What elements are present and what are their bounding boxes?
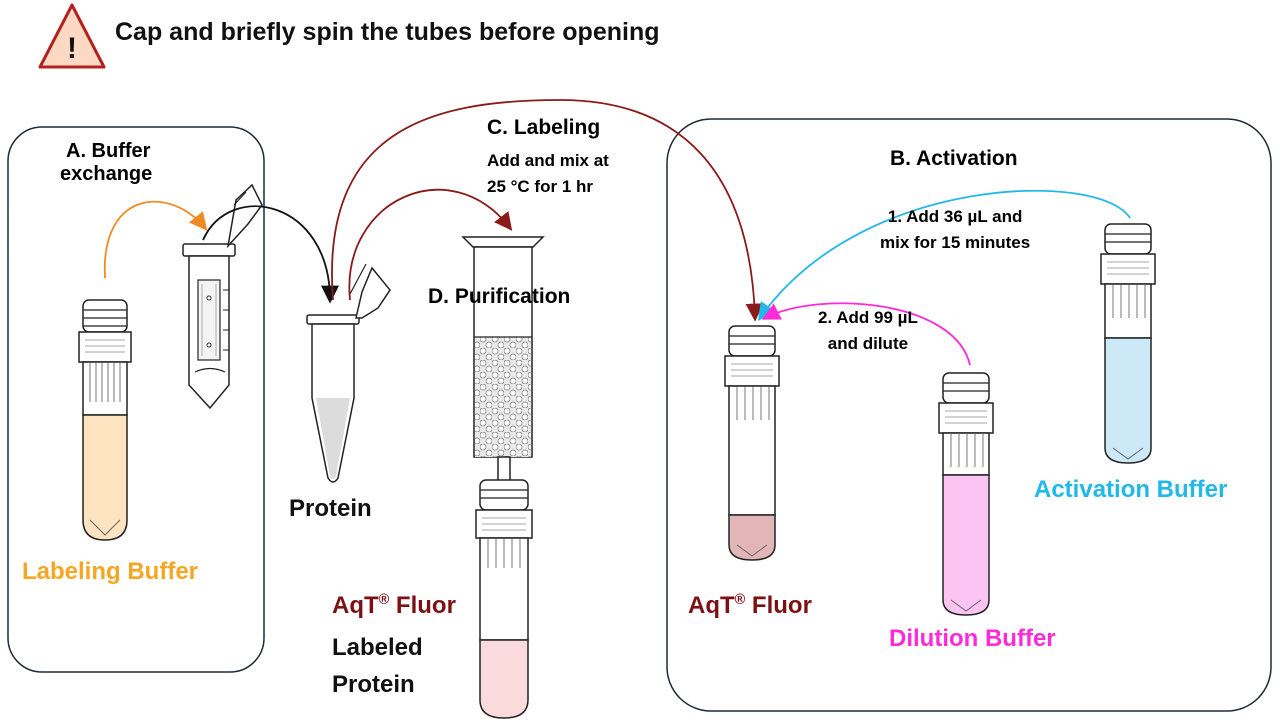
- buffer-exchange-line2: exchange: [60, 163, 153, 185]
- aqt-suffix: Fluor: [745, 592, 812, 619]
- aqt-fluor-label-labeled: AqT® Fluor: [332, 592, 456, 620]
- purification-column: [461, 236, 545, 492]
- warning-text: Cap and briefly spin the tubes before op…: [115, 18, 660, 46]
- spin-filter-tube: [182, 183, 263, 410]
- svg-text:!: !: [67, 32, 77, 65]
- labeled-protein-tube: [475, 479, 533, 719]
- purification-title: D. Purification: [428, 285, 571, 308]
- activation-panel: [666, 118, 1272, 712]
- activation-step2-line2: and dilute: [827, 333, 909, 353]
- labeling-line2: 25 °C for 1 hr: [487, 176, 593, 196]
- labeled-protein-label: Labeled Protein: [332, 629, 423, 703]
- activation-step1-line1: 1. Add 36 µL and: [887, 207, 1023, 226]
- aqt-suffix: Fluor: [389, 592, 456, 619]
- activation-step2-line1: 2. Add 99 µL: [818, 308, 918, 327]
- aqt-fluor-tube: [724, 325, 780, 561]
- labeled-line2: Protein: [332, 671, 415, 699]
- activation-step2: 2. Add 99 µL and dilute: [818, 305, 918, 356]
- protein-tube: [306, 263, 391, 483]
- arrow-dilution-to-fluor: [761, 302, 971, 366]
- aqt-brand: AqT: [688, 592, 735, 619]
- aqt-fluor-label: AqT® Fluor: [688, 592, 812, 620]
- dilution-buffer-label: Dilution Buffer: [889, 625, 1056, 652]
- labeling-title: C. Labeling: [487, 116, 601, 139]
- aqt-brand: AqT: [332, 592, 379, 619]
- labeling-buffer-label: Labeling Buffer: [22, 558, 199, 585]
- buffer-exchange-label: A. Buffer exchange: [60, 140, 152, 186]
- labeling-line1: Add and mix at: [487, 151, 609, 170]
- labeled-line1: Labeled: [332, 634, 423, 661]
- buffer-exchange-panel: [7, 126, 265, 673]
- registered-mark: ®: [734, 592, 746, 608]
- activation-step1-line2: mix for 15 minutes: [880, 232, 1031, 252]
- activation-buffer-label: Activation Buffer: [1034, 476, 1228, 503]
- arrow-protein-to-column: [348, 188, 513, 301]
- labeling-instructions: Add and mix at 25 °C for 1 hr: [487, 148, 609, 199]
- arrow-filter-to-protein: [202, 205, 339, 304]
- arrow-labeling-to-fluor: [331, 99, 764, 322]
- arrow-activation-to-fluor: [757, 189, 1131, 321]
- labeling-buffer-tube: [78, 299, 132, 541]
- activation-step1: 1. Add 36 µL and mix for 15 minutes: [880, 204, 1030, 255]
- arrow-buffer-to-filter: [104, 200, 208, 279]
- protein-label: Protein: [289, 495, 372, 522]
- buffer-exchange-line1: A. Buffer: [66, 140, 151, 162]
- warning-triangle-icon: !: [38, 3, 106, 69]
- registered-mark: ®: [378, 592, 390, 608]
- activation-buffer-tube: [1100, 223, 1156, 464]
- activation-title: B. Activation: [890, 147, 1018, 170]
- dilution-buffer-tube: [938, 372, 994, 616]
